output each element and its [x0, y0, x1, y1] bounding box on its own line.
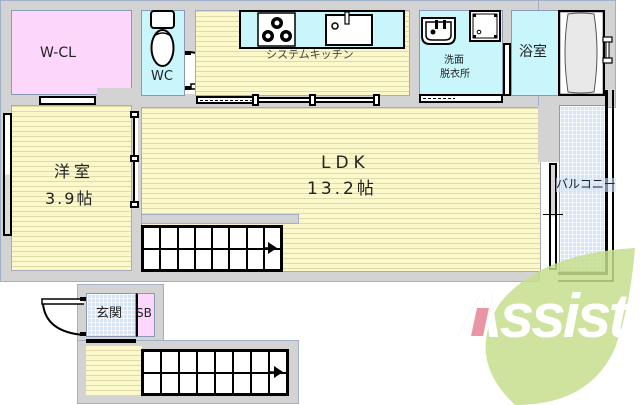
ldk-label: LDK — [321, 153, 370, 173]
bathroom — [511, 10, 559, 96]
entrance-label: 玄関 — [96, 306, 123, 321]
bathtub-icon — [558, 10, 605, 96]
door-hinge — [373, 94, 380, 106]
western-room-label: 洋室 — [54, 162, 95, 181]
assist-logo-text: Assist — [458, 286, 638, 356]
door-hinge — [252, 94, 259, 106]
upper-staircase — [141, 225, 283, 272]
walk-in-closet-label: W-CL — [40, 45, 76, 61]
window-center-mark — [543, 214, 563, 215]
stairs-arrow-icon — [270, 366, 283, 378]
closet-door[interactable] — [39, 96, 96, 105]
bath-faucet-icon — [602, 36, 613, 64]
entrance-hall — [86, 293, 136, 337]
entrance-swing-door[interactable] — [38, 296, 88, 340]
washing-machine-icon — [469, 10, 501, 42]
stove-burner-icon — [257, 12, 296, 47]
door-hinge — [130, 111, 139, 118]
lower-hall-floor — [86, 345, 142, 396]
ldk-room — [141, 107, 541, 272]
shoe-box — [136, 293, 155, 337]
ldk-size: 13.2帖 — [307, 179, 377, 199]
western-room-size: 3.9帖 — [45, 189, 95, 208]
washroom-label-line1: 洗面 — [444, 55, 464, 66]
balcony-label: バルコニー — [556, 177, 616, 192]
stair-top-wall — [141, 214, 299, 224]
bathroom-label: 浴室 — [519, 44, 547, 60]
system-kitchen-label: システムキッチン — [266, 48, 354, 61]
ldk-door-right[interactable] — [312, 97, 376, 103]
wash-basin-icon — [421, 17, 456, 45]
door-hinge — [130, 155, 139, 162]
washroom-bottom-door[interactable] — [419, 94, 503, 103]
washroom-label-line2: 脱衣所 — [440, 69, 470, 80]
assist-logo-rest: ssist — [499, 282, 629, 351]
lower-staircase — [141, 349, 289, 396]
closet-bottom-wall — [97, 88, 137, 98]
wc-label: WC — [151, 69, 173, 84]
walk-in-closet — [11, 10, 132, 95]
ldk-corner-wall — [538, 106, 560, 162]
western-room-window[interactable] — [3, 113, 12, 236]
stairs-arrow-icon — [264, 242, 277, 254]
ldk-door-left[interactable] — [256, 97, 314, 103]
door-hinge — [309, 94, 316, 106]
hall-door-track[interactable] — [196, 96, 256, 104]
western-room — [11, 105, 132, 271]
kitchen-sink-icon — [325, 12, 373, 46]
door-hinge — [130, 201, 139, 208]
assist-logo-leaf — [485, 248, 635, 405]
entrance-step — [86, 339, 136, 343]
washroom-sliding-door[interactable] — [503, 43, 511, 96]
shoe-box-label: SB — [136, 306, 152, 320]
toilet-icon — [150, 10, 175, 67]
